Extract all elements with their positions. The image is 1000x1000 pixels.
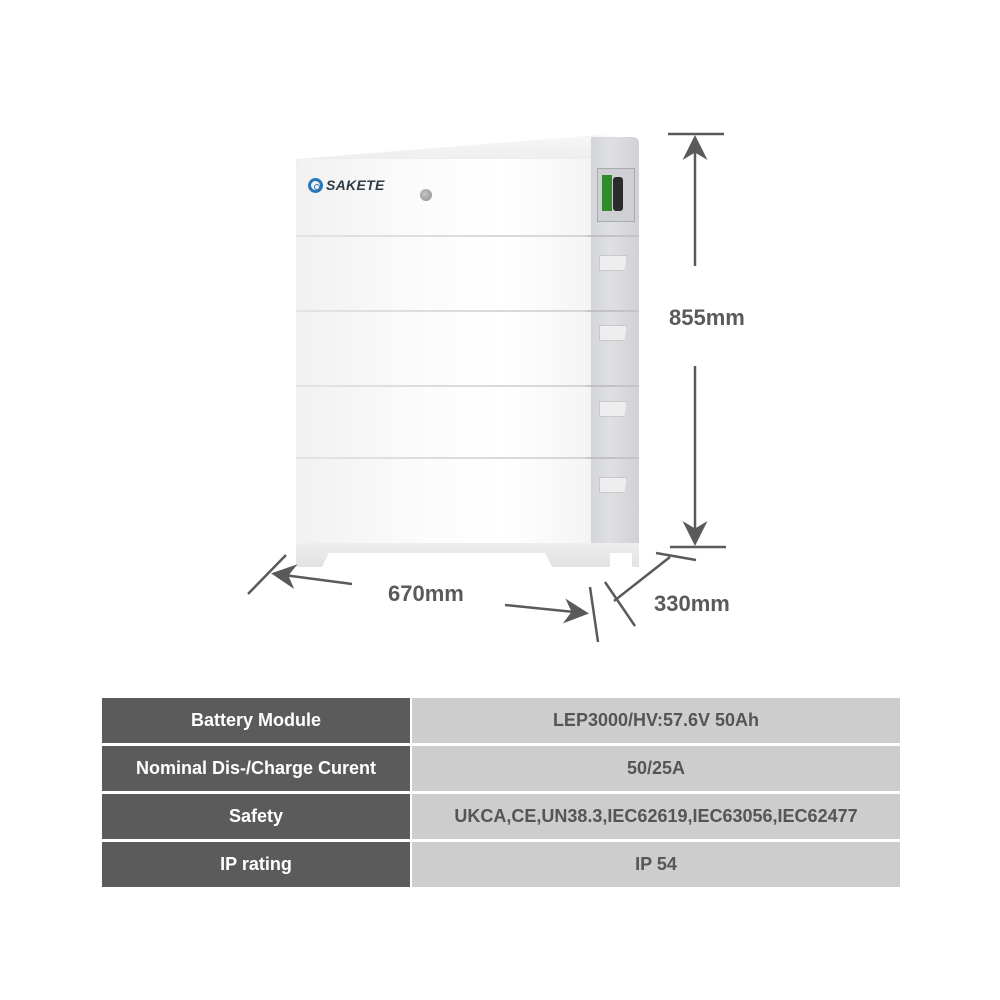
table-row: Battery Module LEP3000/HV:57.6V 50Ah: [102, 698, 900, 746]
spec-table: Battery Module LEP3000/HV:57.6V 50Ah Nom…: [102, 698, 900, 887]
width-dimension-label: 670mm: [388, 581, 464, 606]
swirl-logo-icon: [308, 177, 323, 193]
module-seam: [296, 310, 639, 312]
spec-label: Battery Module: [102, 698, 412, 746]
base-cutout: [610, 553, 632, 567]
brand-name: SAKETE: [326, 177, 385, 193]
dimension-lines: [247, 132, 726, 643]
module-seam: [296, 457, 639, 459]
spec-value: 50/25A: [411, 744, 900, 794]
height-dimension-label: 855mm: [669, 305, 745, 330]
table-row: Nominal Dis-/Charge Curent 50/25A: [102, 744, 900, 794]
status-indicator-light: [420, 189, 432, 201]
spec-value: UKCA,CE,UN38.3,IEC62619,IEC63056,IEC6247…: [411, 792, 900, 842]
module-seam: [296, 235, 639, 237]
spec-value: LEP3000/HV:57.6V 50Ah: [411, 698, 900, 746]
spec-label: IP rating: [102, 840, 412, 887]
battery-cabinet-image: SAKETE: [292, 135, 647, 567]
green-terminal-icon: [602, 175, 612, 211]
table-row: Safety UKCA,CE,UN38.3,IEC62619,IEC63056,…: [102, 792, 900, 842]
depth-dimension-label: 330mm: [654, 591, 730, 616]
table-row: IP rating IP 54: [102, 840, 900, 887]
module-seam: [296, 385, 639, 387]
spec-label: Nominal Dis-/Charge Curent: [102, 744, 412, 794]
cabinet-front: [296, 159, 591, 547]
base-cutout: [322, 553, 552, 567]
spec-value: IP 54: [411, 840, 900, 887]
power-switch-icon: [613, 177, 623, 211]
spec-label: Safety: [102, 792, 412, 842]
brand-logo: SAKETE: [308, 177, 385, 193]
